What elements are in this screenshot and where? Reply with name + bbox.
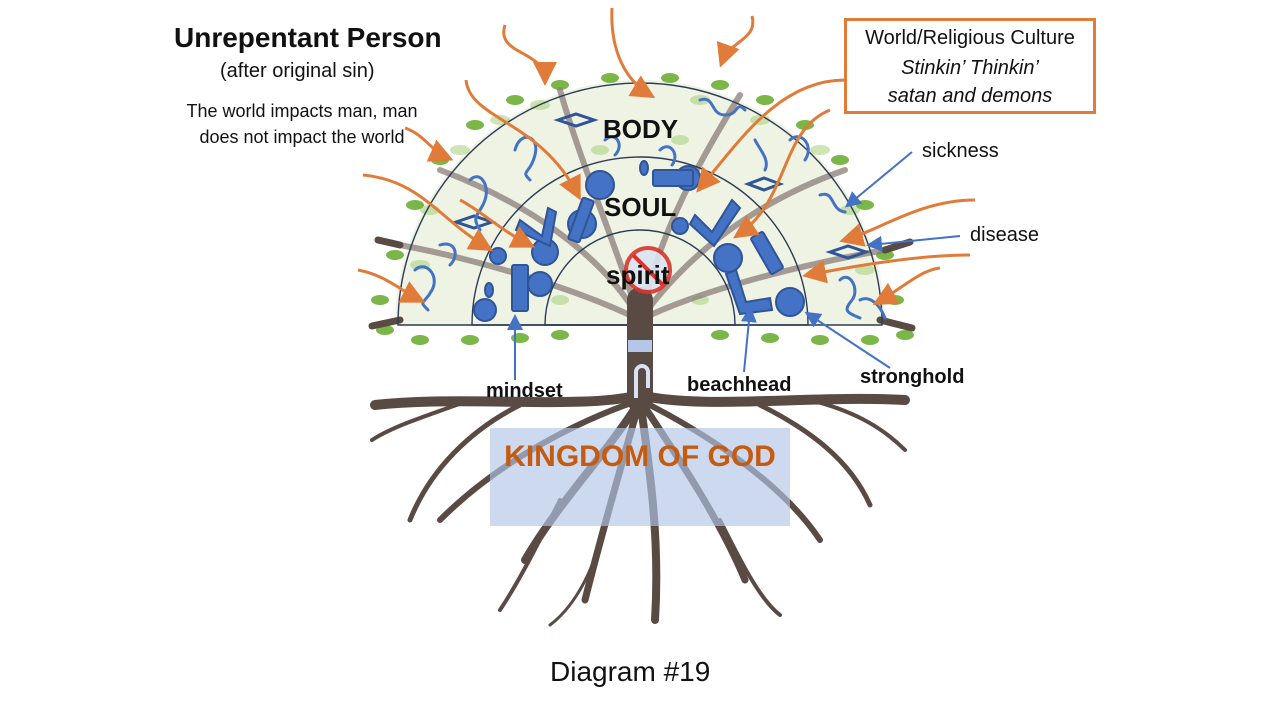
zone-label-body: BODY [603,114,679,144]
no-entry-icon [624,246,672,294]
diagram-caption: Diagram #19 [550,656,711,687]
trunk-band [628,340,652,398]
label-disease: disease [970,224,1039,246]
label-pointers [507,151,961,380]
world-culture-box: World/Religious Culture Stinkin’ Thinkin… [844,18,1096,114]
zone-label-spirit: spirit [606,260,670,290]
culture-line-3: satan and demons [887,85,1053,107]
strongholds [473,160,805,322]
world-impact-arrows [357,7,976,305]
kingdom-box [490,428,790,526]
zone-label-soul: SOUL [604,192,677,222]
culture-line-2: Stinkin’ Thinkin’ [901,57,1039,79]
impact-note: The world impacts man, man does not impa… [186,101,418,147]
kingdom-label: KINGDOM OF GOD [504,440,776,473]
label-mindset: mindset [486,380,563,402]
diagram-title: Unrepentant Person [174,22,442,53]
diagram-subtitle: (after original sin) [220,60,375,82]
outer-branches [368,236,916,332]
label-stronghold: stronghold [860,366,965,388]
label-sickness: sickness [922,140,999,162]
culture-line-1: World/Religious Culture [865,27,1075,49]
label-beachhead: beachhead [687,374,792,396]
